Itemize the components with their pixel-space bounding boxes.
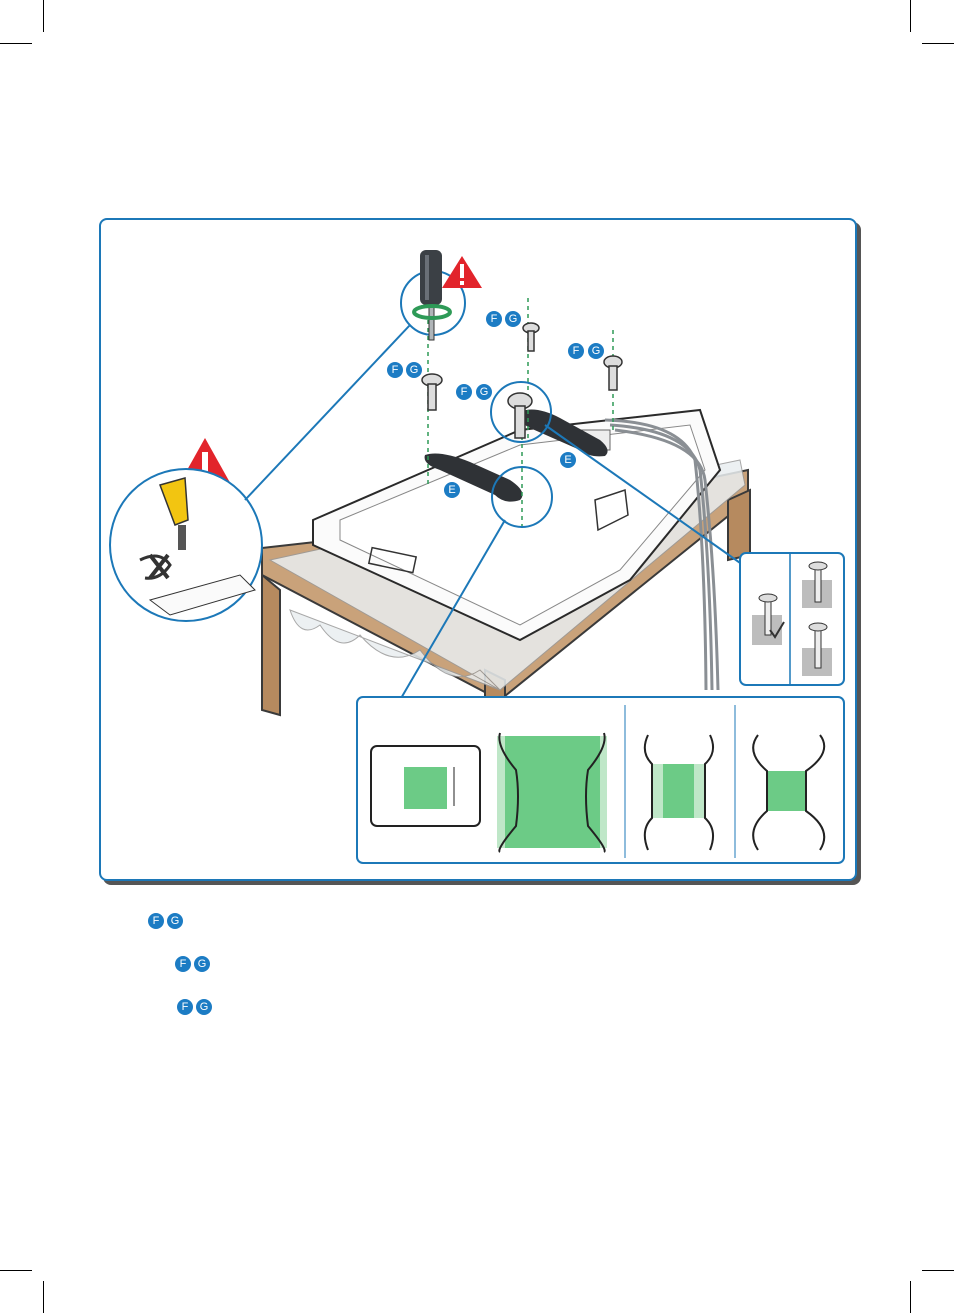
screw-depth-inset	[740, 553, 844, 685]
screwdriver-callout	[401, 250, 465, 340]
badge-g: G	[196, 999, 212, 1015]
badge-f: F	[177, 999, 193, 1015]
warning-triangle-icon	[442, 256, 482, 288]
badge-e: E	[560, 452, 576, 468]
badge-g: G	[476, 384, 492, 400]
badge-g: G	[167, 913, 183, 929]
mount-pattern-inset	[357, 697, 844, 863]
badge-f: F	[148, 913, 164, 929]
badge-f: F	[568, 343, 584, 359]
badge-f: F	[486, 311, 502, 327]
badge-f: F	[175, 956, 191, 972]
badge-g: G	[194, 956, 210, 972]
badge-f: F	[387, 362, 403, 378]
badge-g: G	[406, 362, 422, 378]
badge-e: E	[444, 482, 460, 498]
badge-g: G	[505, 311, 521, 327]
badge-f: F	[456, 384, 472, 400]
badge-g: G	[588, 343, 604, 359]
screw-icon	[422, 323, 622, 438]
